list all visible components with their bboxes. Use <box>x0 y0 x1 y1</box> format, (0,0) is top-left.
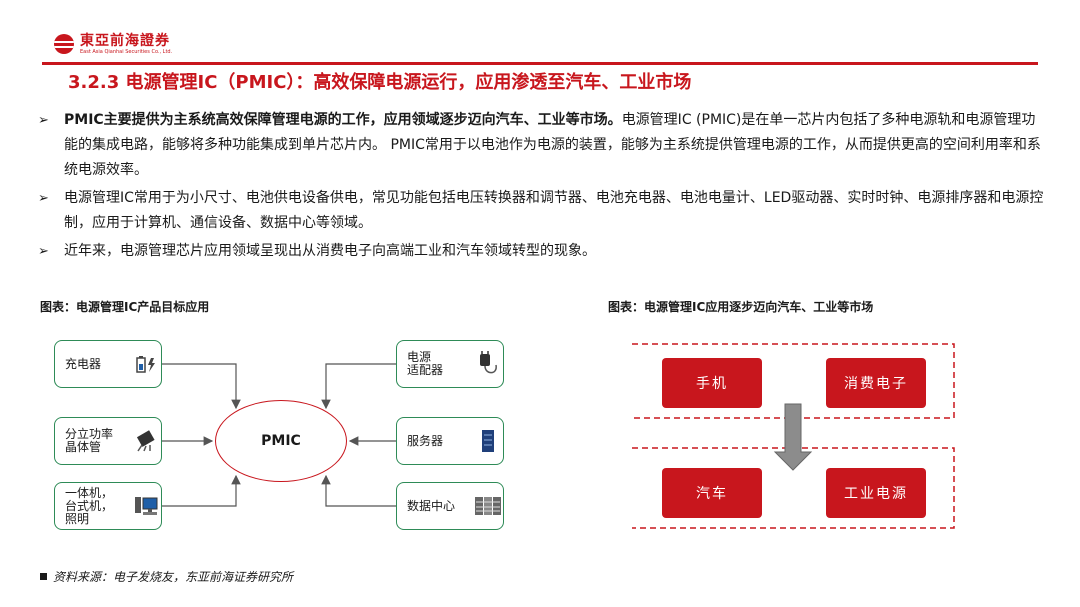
bullet-item: ➢ 电源管理IC常用于为小尺寸、电池供电设备供电，常见功能包括电压转换器和调节器… <box>38 186 1048 236</box>
power-adapter-icon <box>473 351 503 377</box>
bullet-item: ➢ 近年来，电源管理芯片应用领域呈现出从消费电子向高端工业和汽车领域转型的现象。 <box>38 239 1048 264</box>
bullet-item: ➢ PMIC主要提供为主系统高效保障管理电源的工作，应用领域逐步迈向汽车、工业等… <box>38 108 1048 183</box>
bullet-list: ➢ PMIC主要提供为主系统高效保障管理电源的工作，应用领域逐步迈向汽车、工业等… <box>38 108 1048 267</box>
bullet-arrow-icon: ➢ <box>38 113 49 128</box>
bullet-arrow-icon: ➢ <box>38 191 49 206</box>
company-name-cn: 東亞前海證券 <box>80 32 170 49</box>
data-center-icon <box>473 495 503 517</box>
box-label: 电源 适配器 <box>407 350 444 377</box>
market-shift-diagram: 手机 消费电子 汽车 工业电源 <box>630 330 960 535</box>
header-divider <box>42 62 1038 65</box>
desktop-computer-icon <box>131 495 161 517</box>
box-label: 分立功率 晶体管 <box>65 427 114 454</box>
bullet-bold-text: PMIC主要提供为主系统高效保障管理电源的工作，应用领域逐步迈向汽车、工业等市场… <box>64 112 622 128</box>
transistor-icon <box>131 430 161 452</box>
box-desktop: 一体机， 台式机， 照明 <box>54 482 162 530</box>
market-box-automotive: 汽车 <box>662 468 762 518</box>
square-bullet-icon <box>40 573 47 580</box>
market-box-phone: 手机 <box>662 358 762 408</box>
box-label: 服务器 <box>407 433 444 448</box>
logo-mark-icon <box>54 34 74 54</box>
box-label: 数据中心 <box>407 498 456 513</box>
dashed-frames <box>632 343 955 529</box>
company-name-en: East Asia Qianhai Securities Co., Ltd. <box>80 48 173 55</box>
box-label: 充电器 <box>65 356 102 371</box>
market-box-industrial-power: 工业电源 <box>826 468 926 518</box>
section-title: 3.2.3 电源管理IC（PMIC）：高效保障电源运行，应用渗透至汽车、工业市场 <box>68 72 692 93</box>
bullet-text: 电源管理IC (PMIC)是在单一芯片内包括了多种电源轨和电源管理功能的集成电路… <box>64 112 1041 178</box>
company-logo: 東亞前海證券 East Asia Qianhai Securities Co.,… <box>54 30 172 58</box>
server-icon <box>473 429 503 453</box>
figure-left-caption: 图表：电源管理IC产品目标应用 <box>40 300 210 314</box>
pmic-application-diagram: 充电器 分立功率 晶体管 一体机， 台式机， 照明 PMIC 电源 适配器 服务… <box>40 330 520 535</box>
bullet-arrow-icon: ➢ <box>38 244 49 259</box>
pmic-label: PMIC <box>261 433 301 449</box>
battery-charger-icon <box>131 354 161 374</box>
box-power-transistor: 分立功率 晶体管 <box>54 417 162 465</box>
pmic-center-node: PMIC <box>215 400 347 482</box>
source-note: 资料来源：电子发烧友，东亚前海证券研究所 <box>40 568 293 585</box>
box-data-center: 数据中心 <box>396 482 504 530</box>
box-power-adapter: 电源 适配器 <box>396 340 504 388</box>
figure-right-caption: 图表：电源管理IC应用逐步迈向汽车、工业等市场 <box>608 300 874 314</box>
bullet-text: 近年来，电源管理芯片应用领域呈现出从消费电子向高端工业和汽车领域转型的现象。 <box>64 243 596 259</box>
connector-lines <box>162 363 396 507</box>
box-server: 服务器 <box>396 417 504 465</box>
down-arrow-icon <box>773 403 813 471</box>
box-label: 一体机， 台式机， 照明 <box>65 485 114 526</box>
market-box-consumer-electronics: 消费电子 <box>826 358 926 408</box>
bullet-text: 电源管理IC常用于为小尺寸、电池供电设备供电，常见功能包括电压转换器和调节器、电… <box>64 190 1044 231</box>
box-charger: 充电器 <box>54 340 162 388</box>
source-text: 资料来源：电子发烧友，东亚前海证券研究所 <box>53 570 294 584</box>
